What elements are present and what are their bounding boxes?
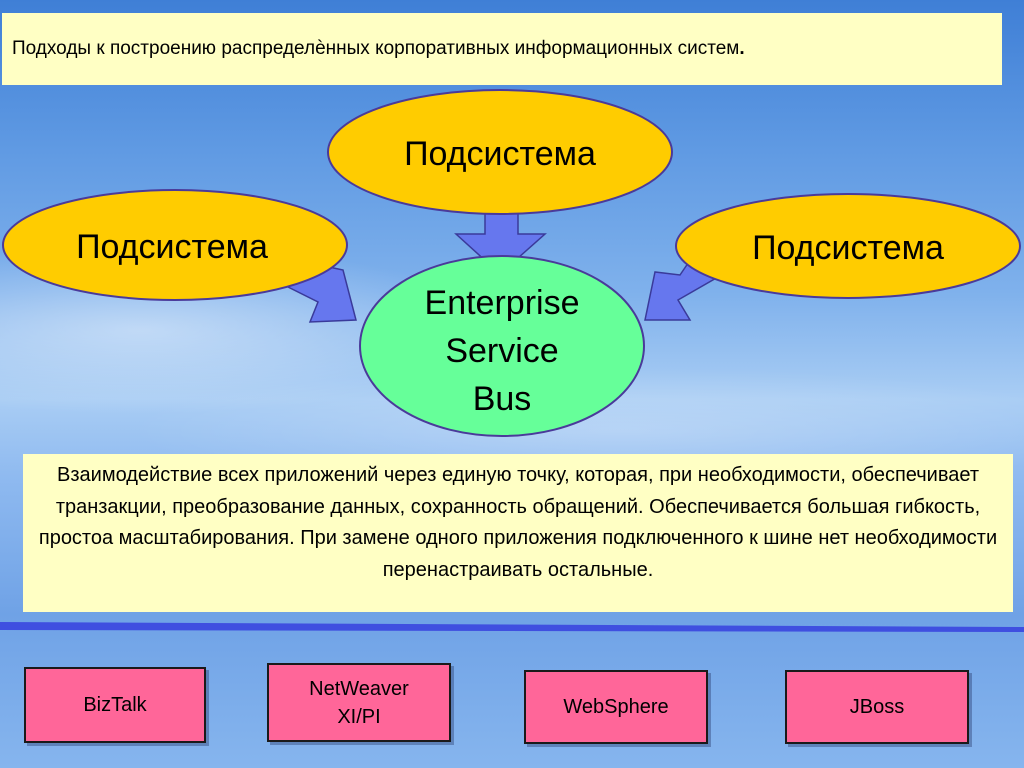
slide-title-period: . bbox=[739, 38, 745, 59]
divider-line bbox=[0, 622, 1024, 632]
slide-title-text: Подходы к построению распределѐнных корп… bbox=[12, 38, 740, 59]
description-text: Взаимодействие всех приложений через еди… bbox=[38, 464, 998, 581]
subsystem-left-label: Подсистема bbox=[76, 228, 268, 266]
subsystem-left: Подсистема bbox=[2, 189, 348, 301]
subsystem-top: Подсистема bbox=[327, 89, 673, 215]
subsystem-right-label: Подсистема bbox=[752, 229, 944, 267]
product-biztalk[interactable]: BizTalk bbox=[24, 667, 206, 743]
product-netweaver-line1: NetWeaver bbox=[309, 677, 409, 700]
subsystem-right: Подсистема bbox=[675, 193, 1021, 299]
product-websphere[interactable]: WebSphere bbox=[524, 670, 708, 744]
product-jboss[interactable]: JBoss bbox=[785, 670, 969, 744]
slide-title: Подходы к построению распределѐнных корп… bbox=[2, 13, 1002, 85]
product-netweaver-line2: XI/PI bbox=[337, 705, 381, 728]
esb-label-line2: Service bbox=[445, 332, 558, 370]
product-jboss-line1: JBoss bbox=[849, 696, 905, 718]
subsystem-top-label: Подсистема bbox=[404, 135, 596, 173]
product-netweaver[interactable]: NetWeaver XI/PI bbox=[267, 663, 451, 742]
esb-node: Enterprise Service Bus bbox=[359, 255, 645, 437]
esb-label-line3: Bus bbox=[473, 380, 532, 418]
esb-label-line1: Enterprise bbox=[425, 284, 580, 322]
product-biztalk-line1: BizTalk bbox=[83, 694, 147, 716]
description-box: Взаимодействие всех приложений через еди… bbox=[23, 454, 1013, 612]
product-websphere-line1: WebSphere bbox=[563, 696, 669, 718]
